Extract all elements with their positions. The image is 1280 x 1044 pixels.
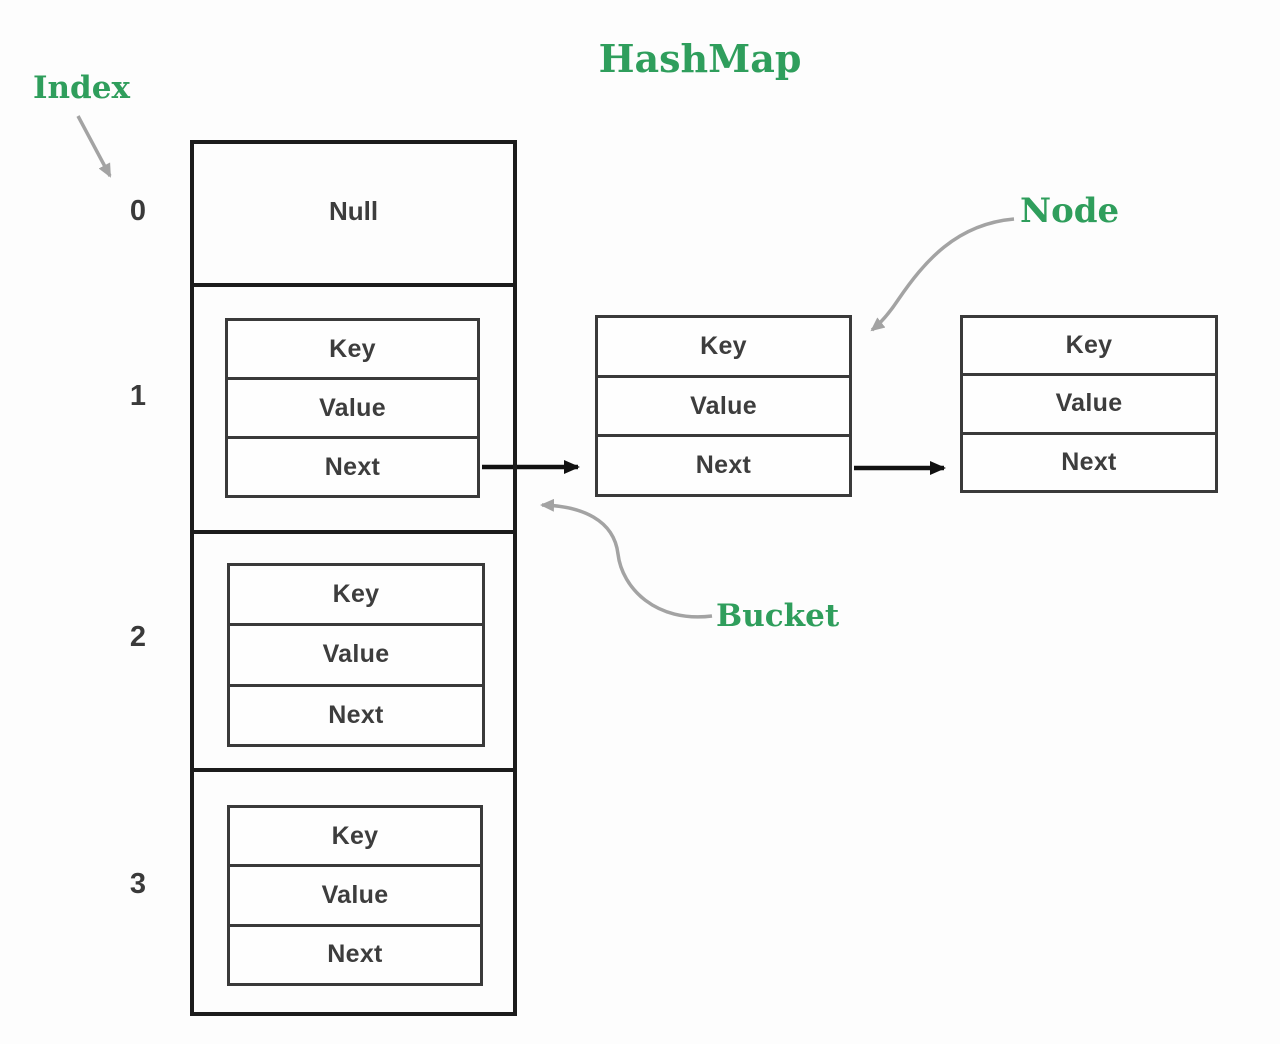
key-cell: Key — [230, 566, 482, 627]
chain-node-1: Key Value Next — [595, 315, 852, 497]
key-cell: Key — [230, 808, 480, 868]
next-cell: Next — [324, 452, 381, 481]
key-cell: Key — [228, 321, 477, 380]
next-cell: Next — [1061, 447, 1117, 476]
bucket-divider — [190, 283, 517, 287]
key-cell: Key — [963, 318, 1215, 377]
index-number-2: 2 — [129, 621, 147, 653]
index-number-1: 1 — [129, 380, 147, 412]
value-cell: Value — [963, 376, 1215, 435]
bucket-array — [190, 140, 517, 1016]
node-arrow-icon — [870, 217, 1015, 332]
bucket-1-node: Key Value Next — [225, 318, 480, 498]
value-cell: Value — [230, 626, 482, 687]
next-cell: Next — [327, 940, 383, 969]
bucket-divider — [190, 530, 517, 534]
chain-node-2: Key Value Next — [960, 315, 1218, 493]
index-label: Index — [33, 70, 130, 106]
diagram-title: HashMap — [598, 36, 802, 81]
bucket-divider — [190, 768, 517, 772]
value-cell: Value — [230, 867, 480, 927]
next-cell: Next — [695, 451, 752, 480]
next-cell: Next — [328, 700, 384, 729]
value-cell: Value — [598, 378, 849, 438]
index-number-3: 3 — [129, 868, 147, 900]
bucket-arrow-icon — [540, 498, 713, 619]
bucket-0-null-text: Null — [328, 196, 379, 226]
node-label: Node — [1020, 191, 1120, 231]
index-arrow-icon — [76, 115, 112, 178]
index-number-0: 0 — [129, 195, 147, 227]
bucket-3-node: Key Value Next — [227, 805, 483, 986]
value-cell: Value — [228, 380, 477, 439]
bucket-label: Bucket — [716, 598, 840, 634]
key-cell: Key — [598, 318, 849, 378]
bucket-2-node: Key Value Next — [227, 563, 485, 747]
